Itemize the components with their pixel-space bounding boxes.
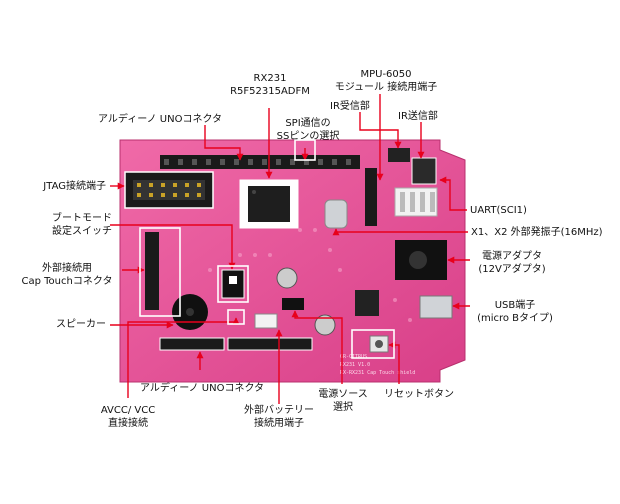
- callout-boxes: [139, 139, 395, 359]
- label-rx231-line2: R5F52315ADFM: [230, 86, 310, 97]
- label-power-adapter-line1: 電源アダプタ: [482, 251, 542, 262]
- cap-touch-connector: [145, 232, 159, 310]
- boot-switch: [221, 269, 245, 299]
- battery-connector: [254, 313, 278, 329]
- label-avcc-line2: 直接接続: [108, 418, 148, 429]
- label-power-adapter: 電源アダプタ (12Vアダプタ): [470, 250, 554, 276]
- label-power-src: 電源ソース 選択: [310, 388, 376, 414]
- power-jack: [395, 240, 447, 280]
- label-cap-touch-line2: Cap Touchコネクタ: [21, 276, 113, 287]
- label-battery: 外部バッテリー 接続用端子: [236, 404, 322, 430]
- arduino-bottom-header: [159, 337, 313, 351]
- uart-connector: [394, 187, 438, 217]
- label-arduino-top-line1: アルディーノ UNOコネクタ: [98, 114, 223, 125]
- rx231-chip: [239, 179, 299, 229]
- label-ir-tx: IR送信部: [398, 110, 438, 123]
- label-ir-rx: IR受信部: [330, 100, 370, 113]
- power-select-jumper: [282, 298, 304, 310]
- label-ir-rx-line1: IR受信部: [330, 101, 370, 112]
- label-power-adapter-line2: (12Vアダプタ): [478, 264, 546, 275]
- silk-line-1: GR-CITRUS: [340, 354, 367, 360]
- label-osc-line1: X1、X2 外部発振子(16MHz): [471, 227, 603, 238]
- label-power-src-line2: 選択: [333, 402, 353, 413]
- label-bootmode-line1: ブートモード: [52, 213, 112, 224]
- label-usb: USB端子 (micro Bタイプ): [470, 299, 560, 325]
- label-spi-line2: SSピンの選択: [276, 131, 340, 142]
- label-speaker: スピーカー: [10, 318, 106, 331]
- label-rx231: RX231 R5F52315ADFM: [222, 72, 318, 98]
- label-spi: SPI通信の SSピンの選択: [268, 117, 348, 143]
- label-reset: リセットボタン: [384, 388, 454, 401]
- silk-line-3: RX-RX231 Cap Touch shield: [340, 370, 415, 376]
- capacitors: [276, 267, 336, 336]
- label-battery-line2: 接続用端子: [254, 418, 304, 429]
- usb-port: [419, 295, 453, 319]
- label-battery-line1: 外部バッテリー: [244, 405, 314, 416]
- label-reset-line1: リセットボタン: [384, 389, 454, 400]
- label-bootmode: ブートモード 設定スイッチ: [52, 212, 112, 238]
- label-uart-line1: UART(SCI1): [470, 205, 527, 216]
- callout-lines: [110, 94, 470, 404]
- label-cap-touch: 外部接続用 Cap Touchコネクタ: [12, 262, 122, 288]
- label-usb-line2: (micro Bタイプ): [477, 313, 553, 324]
- label-mpu6050-line1: MPU-6050: [360, 69, 412, 80]
- label-rx231-line1: RX231: [253, 73, 287, 84]
- label-bootmode-line2: 設定スイッチ: [52, 226, 112, 237]
- label-mpu6050-line2: モジュール 接続用端子: [334, 82, 438, 93]
- label-usb-line1: USB端子: [494, 300, 536, 311]
- label-arduino-bottom: アルディーノ UNOコネクタ: [140, 382, 264, 395]
- arduino-top-header: [160, 155, 360, 169]
- label-power-src-line1: 電源ソース: [318, 389, 368, 400]
- mpu6050-header: [365, 168, 377, 226]
- crystal-oscillator: [324, 199, 348, 229]
- ir-transmitter: [411, 157, 437, 185]
- board-silkscreen: GR-CITRUS RX231 V1.0 RX-RX231 Cap Touch …: [340, 354, 415, 376]
- regulator: [355, 290, 379, 316]
- reset-button: [369, 335, 389, 353]
- silk-line-2: RX231 V1.0: [340, 362, 370, 368]
- label-spi-line1: SPI通信の: [285, 118, 331, 129]
- label-mpu6050: MPU-6050 モジュール 接続用端子: [326, 68, 446, 94]
- label-cap-touch-line1: 外部接続用: [42, 263, 92, 274]
- label-avcc: AVCC/ VCC 直接接続: [88, 404, 168, 430]
- jtag-connector: [124, 171, 214, 209]
- label-jtag-line1: JTAG接続端子: [43, 181, 106, 192]
- label-jtag: JTAG接続端子: [10, 180, 106, 193]
- speaker-buzzer: [172, 294, 208, 330]
- label-ir-tx-line1: IR送信部: [398, 111, 438, 122]
- label-uart: UART(SCI1): [470, 204, 527, 217]
- label-osc: X1、X2 外部発振子(16MHz): [471, 226, 603, 239]
- label-avcc-line1: AVCC/ VCC: [100, 405, 156, 416]
- label-arduino-top: アルディーノ UNOコネクタ: [98, 113, 222, 126]
- label-arduino-bottom-line1: アルディーノ UNOコネクタ: [140, 383, 265, 394]
- label-speaker-line1: スピーカー: [56, 319, 106, 330]
- ir-receiver: [388, 148, 410, 162]
